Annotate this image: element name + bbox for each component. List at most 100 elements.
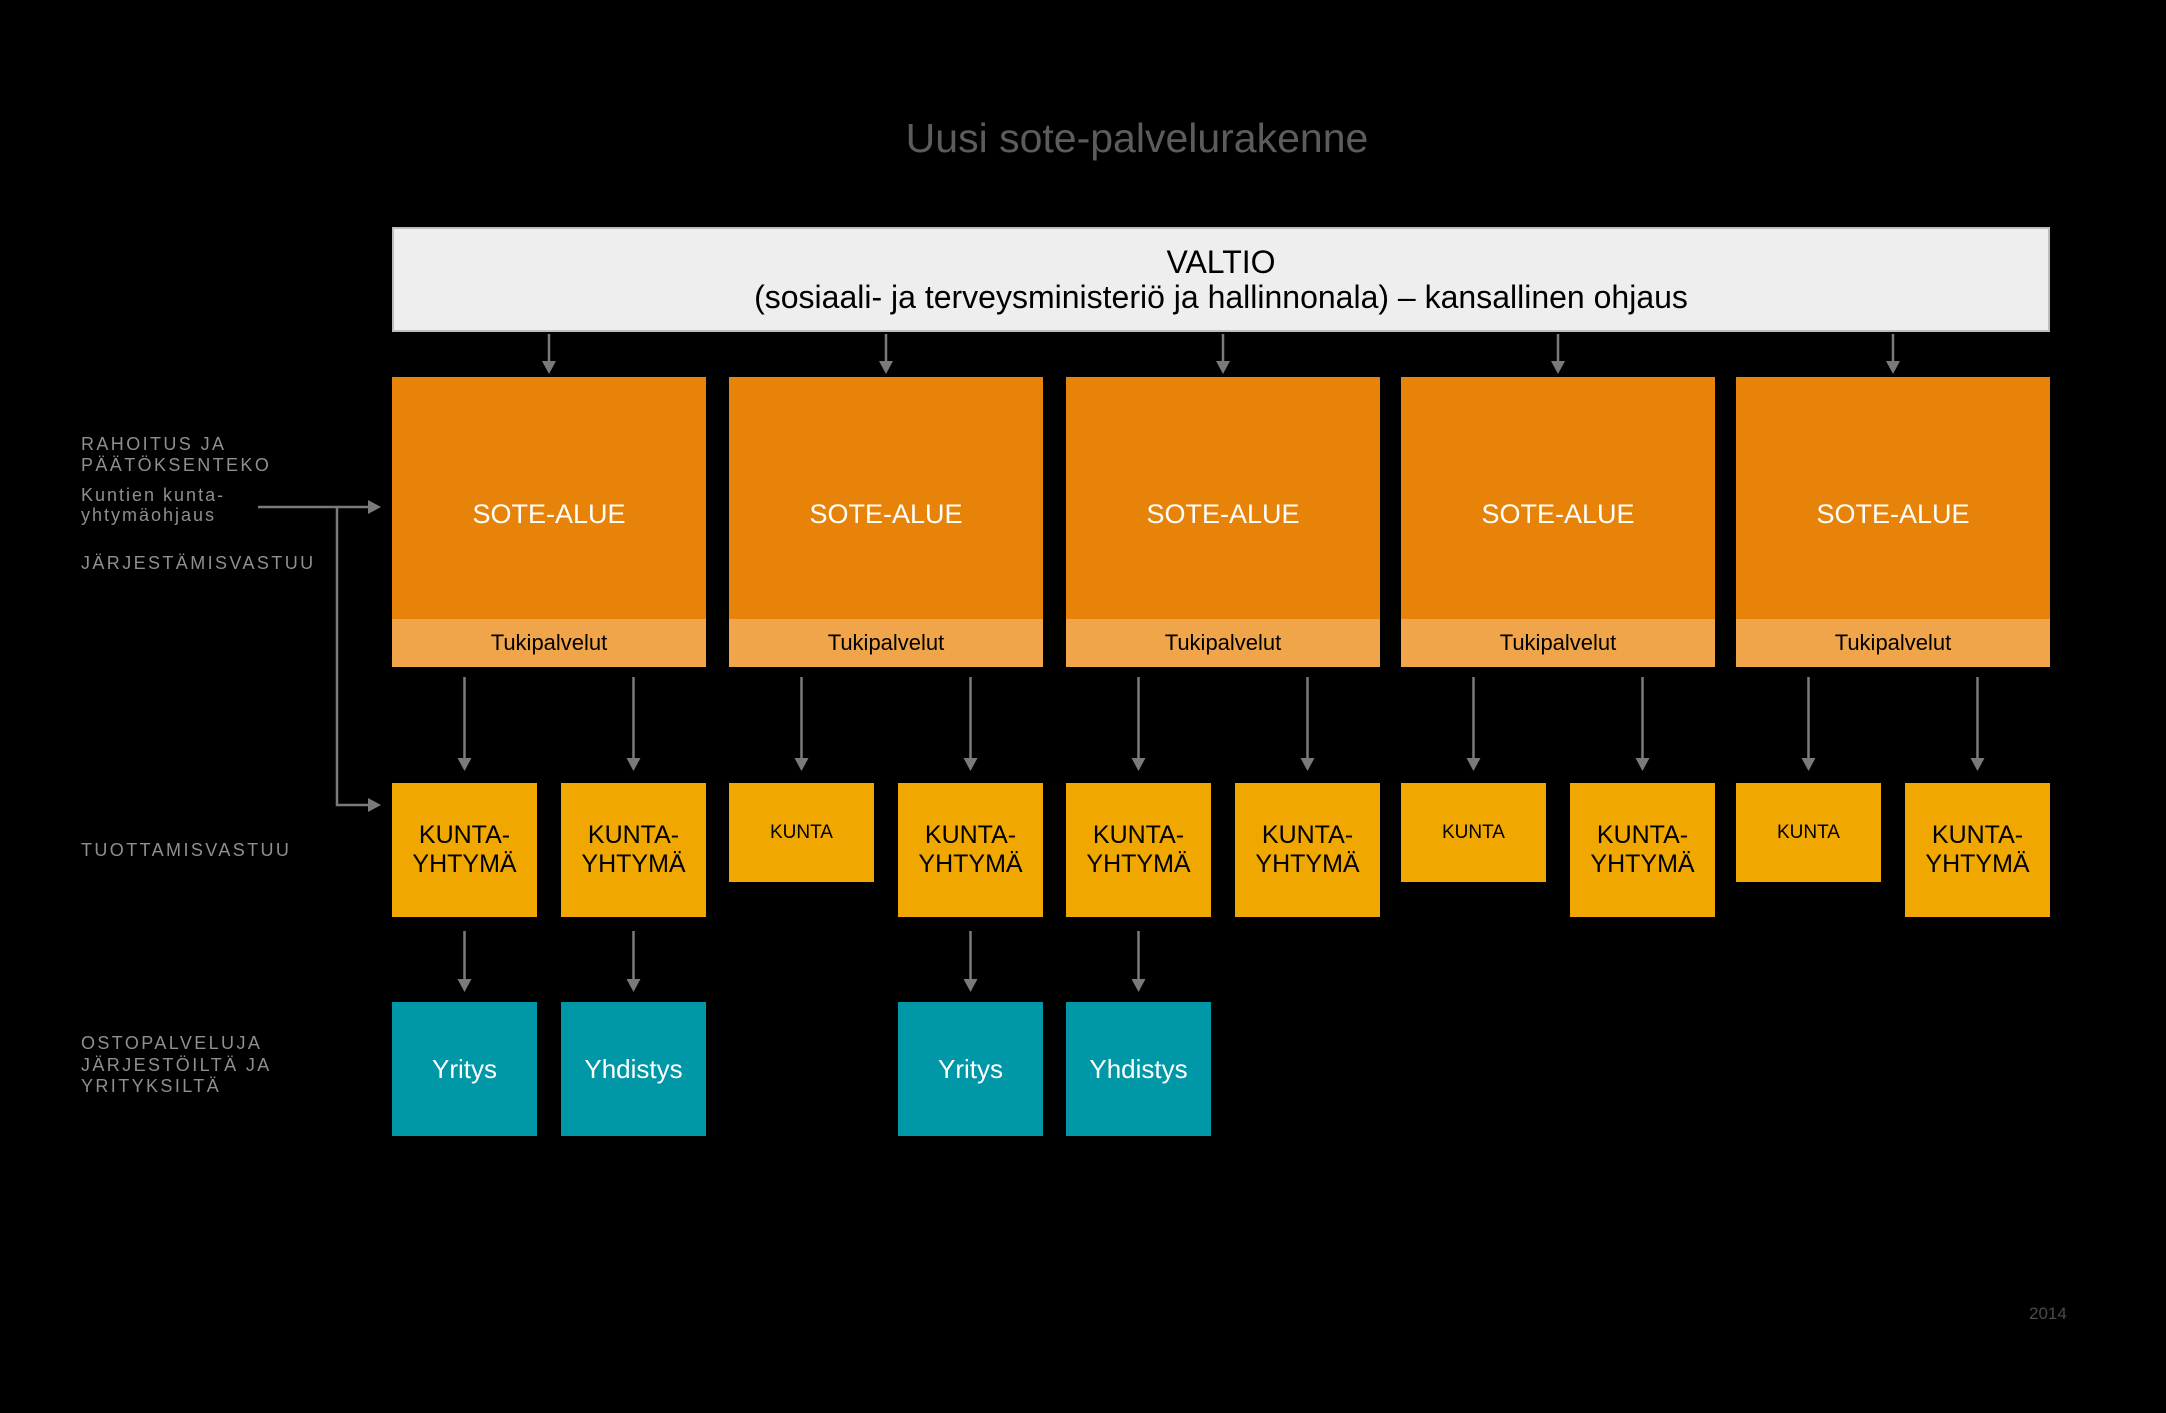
support-services-strip: Tukipalvelut	[1066, 619, 1380, 667]
year-label: 2014	[2029, 1304, 2067, 1323]
sote-region-label: SOTE-ALUE	[1816, 499, 1970, 529]
producer-label-line: KUNTA-	[587, 821, 680, 849]
arrow-producer-to-purchase-head	[1131, 979, 1146, 992]
joint-municipal-authority-box: KUNTA- YHTYMÄ	[1235, 783, 1380, 917]
sote-region-label: SOTE-ALUE	[1481, 499, 1635, 529]
arrow-region-to-producer	[1131, 677, 1146, 771]
arrow-region-to-producer	[1300, 677, 1315, 771]
company-box: Yritys	[898, 1002, 1043, 1136]
side-label-line: OSTOPALVELUJA	[81, 1033, 263, 1053]
producer-label-line: YHTYMÄ	[1255, 850, 1360, 878]
state-subtitle: (sosiaali- ja terveysministeriö ja halli…	[754, 278, 1688, 315]
producer-label: KUNTA	[770, 821, 833, 843]
arrow-region-to-producer-head	[1131, 758, 1146, 771]
arrow-state-to-region	[1886, 334, 1900, 374]
arrow-state-to-region	[879, 334, 893, 374]
arrow-region-to-producer-head	[1466, 758, 1481, 771]
arrow-state-to-region	[542, 334, 556, 374]
side-label-line: Kuntien kunta-	[81, 485, 226, 505]
arrow-region-to-producer	[1970, 677, 1985, 771]
arrow-producer-to-purchase	[457, 931, 472, 992]
arrow-region-to-producer-head	[1970, 758, 1985, 771]
arrow-state-to-region	[1216, 334, 1230, 374]
sote-region-box: SOTE-ALUE Tukipalvelut	[1736, 377, 2050, 667]
producer-label-line: KUNTA-	[924, 821, 1017, 849]
producer-label: KUNTA	[1777, 821, 1840, 843]
support-services-strip: Tukipalvelut	[392, 619, 706, 667]
arrow-region-to-producer-head	[457, 758, 472, 771]
joint-municipal-authority-box: KUNTA- YHTYMÄ	[561, 783, 706, 917]
arrow-region-to-producer-head	[626, 758, 641, 771]
side-label-line: YRITYKSILTÄ	[81, 1076, 222, 1096]
company-box: Yritys	[392, 1002, 537, 1136]
joint-municipal-authority-box: KUNTA- YHTYMÄ	[392, 783, 537, 917]
side-label-line: yhtymäohjaus	[81, 505, 217, 525]
producer-label-line: YHTYMÄ	[1086, 850, 1191, 878]
sote-region-box: SOTE-ALUE Tukipalvelut	[729, 377, 1043, 667]
arrow-producer-to-purchase-head	[626, 979, 641, 992]
municipality-box: KUNTA	[729, 783, 874, 882]
association-box: Yhdistys	[1066, 1002, 1211, 1136]
side-label-line: PÄÄTÖKSENTEKO	[81, 455, 272, 475]
producer-label-line: KUNTA-	[1261, 821, 1354, 849]
arrow-region-to-producer-head	[794, 758, 809, 771]
arrow-region-to-producer	[1466, 677, 1481, 771]
arrow-state-to-region-head	[1886, 361, 1900, 374]
joint-municipal-authority-box: KUNTA- YHTYMÄ	[1570, 783, 1715, 917]
side-label-organizing-responsibility: JÄRJESTÄMISVASTUU	[81, 553, 316, 573]
arrow-region-to-producer	[794, 677, 809, 771]
side-label-purchased-services: OSTOPALVELUJA JÄRJESTÖILTÄ JA YRITYKSILT…	[81, 1033, 272, 1098]
arrow-region-to-producer	[626, 677, 641, 771]
sote-region-label: SOTE-ALUE	[809, 499, 963, 529]
sote-region-label: SOTE-ALUE	[1146, 499, 1300, 529]
sote-region-label: SOTE-ALUE	[472, 499, 626, 529]
side-label-production-responsibility: TUOTTAMISVASTUU	[81, 840, 292, 860]
arrow-steering-to-producer-head	[368, 798, 381, 812]
side-label-line: RAHOITUS JA	[81, 434, 227, 454]
sote-region-box: SOTE-ALUE Tukipalvelut	[1401, 377, 1715, 667]
purchase-label: Yritys	[432, 1053, 497, 1084]
arrow-state-to-region-head	[542, 361, 556, 374]
joint-municipal-authority-box: KUNTA- YHTYMÄ	[1066, 783, 1211, 917]
association-box: Yhdistys	[561, 1002, 706, 1136]
support-services-strip: Tukipalvelut	[1736, 619, 2050, 667]
joint-municipal-authority-box: KUNTA- YHTYMÄ	[1905, 783, 2050, 917]
producer-label-line: KUNTA-	[1596, 821, 1689, 849]
arrow-region-to-producer	[963, 677, 978, 771]
purchase-label: Yritys	[938, 1053, 1003, 1084]
diagram-title: Uusi sote-palvelurakenne	[905, 115, 1369, 161]
arrow-steering-to-region	[258, 500, 381, 514]
arrow-region-to-producer-head	[1801, 758, 1816, 771]
producer-label-line: KUNTA-	[1931, 821, 2024, 849]
municipality-box: KUNTA	[1736, 783, 1881, 882]
sote-region-box: SOTE-ALUE Tukipalvelut	[392, 377, 706, 667]
arrow-region-to-producer	[1635, 677, 1650, 771]
side-label-funding: RAHOITUS JA PÄÄTÖKSENTEKO	[81, 434, 271, 476]
joint-municipal-authority-box: KUNTA- YHTYMÄ	[898, 783, 1043, 917]
producer-label-line: YHTYMÄ	[1925, 850, 2030, 878]
producer-label-line: KUNTA-	[418, 821, 511, 849]
arrow-steering-to-producer	[335, 507, 381, 812]
producer-label-line: YHTYMÄ	[412, 850, 517, 878]
purchase-label: Yhdistys	[584, 1053, 683, 1084]
arrow-region-to-producer-head	[1635, 758, 1650, 771]
state-box: VALTIO (sosiaali- ja terveysministeriö j…	[392, 227, 2050, 332]
producer-label: KUNTA	[1442, 821, 1505, 843]
purchase-label: Yhdistys	[1089, 1053, 1188, 1084]
support-services-strip: Tukipalvelut	[1401, 619, 1715, 667]
arrow-state-to-region	[1551, 334, 1565, 374]
municipality-box: KUNTA	[1401, 783, 1546, 882]
side-label-municipal-steering: Kuntien kunta- yhtymäohjaus	[81, 485, 225, 525]
state-label: VALTIO	[1166, 243, 1276, 280]
producer-label-line: KUNTA-	[1092, 821, 1185, 849]
arrow-producer-to-purchase	[963, 931, 978, 992]
arrow-producer-to-purchase-head	[963, 979, 978, 992]
arrow-region-to-producer	[1801, 677, 1816, 771]
arrow-producer-to-purchase	[1131, 931, 1146, 992]
sote-region-box: SOTE-ALUE Tukipalvelut	[1066, 377, 1380, 667]
arrow-region-to-producer	[457, 677, 472, 771]
arrow-state-to-region-head	[879, 361, 893, 374]
arrow-state-to-region-head	[1551, 361, 1565, 374]
arrow-producer-to-purchase	[626, 931, 641, 992]
